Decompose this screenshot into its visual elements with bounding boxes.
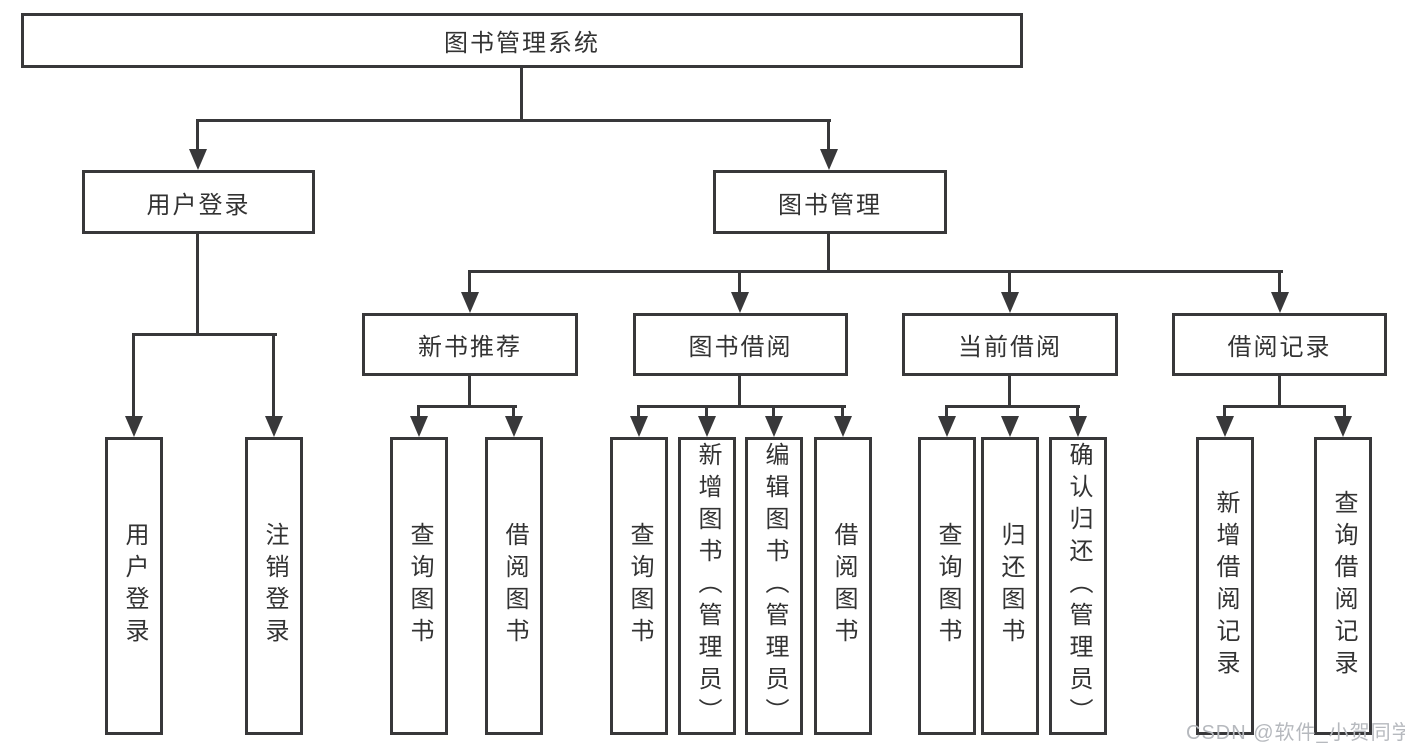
arrow-down-icon: [1334, 416, 1352, 437]
arrow-down-icon: [765, 416, 783, 437]
leaf-label: 借阅图书: [501, 522, 528, 650]
leaf-query-books-borrow: 查询图书: [610, 437, 668, 735]
connector-line: [468, 376, 471, 408]
leaf-add-book-admin: 新增图书（管理员）: [678, 437, 736, 735]
connector-line: [272, 333, 275, 419]
connector-line: [512, 405, 515, 419]
node-root-library-system: 图书管理系统: [21, 13, 1023, 68]
connector-line: [637, 405, 846, 408]
arrow-down-icon: [1271, 292, 1289, 313]
connector-line: [1278, 376, 1281, 408]
leaf-query-books-current: 查询图书: [918, 437, 976, 735]
arrow-down-icon: [630, 416, 648, 437]
leaf-label: 查询图书: [934, 522, 961, 650]
connector-line: [417, 405, 420, 419]
arrow-down-icon: [698, 416, 716, 437]
connector-line: [1223, 405, 1346, 408]
arrow-down-icon: [505, 416, 523, 437]
arrow-down-icon: [410, 416, 428, 437]
connector-line: [1343, 405, 1346, 419]
leaf-add-borrow-record: 新增借阅记录: [1196, 437, 1254, 735]
connector-line: [841, 405, 844, 419]
arrow-down-icon: [125, 416, 143, 437]
arrow-down-icon: [834, 416, 852, 437]
leaf-label: 用户登录: [121, 522, 148, 650]
watermark: CSDN @软件_小贺同学: [1186, 722, 1405, 744]
arrow-down-icon: [1216, 416, 1234, 437]
leaf-label: 查询借阅记录: [1330, 490, 1357, 682]
connector-line: [738, 376, 741, 408]
connector-line: [468, 270, 471, 295]
connector-line: [772, 405, 775, 419]
connector-line: [945, 405, 1080, 408]
connector-line: [827, 233, 830, 273]
node-user-login: 用户登录: [82, 170, 315, 234]
node-new-book-recommend: 新书推荐: [362, 313, 578, 376]
connector-line: [1223, 405, 1226, 419]
connector-line: [196, 119, 831, 122]
leaf-logout: 注销登录: [245, 437, 303, 735]
leaf-confirm-return-admin: 确认归还（管理员）: [1049, 437, 1107, 735]
connector-line: [738, 270, 741, 295]
leaf-borrow-books: 借阅图书: [814, 437, 872, 735]
leaf-label: 借阅图书: [830, 522, 857, 650]
leaf-label: 新增图书（管理员）: [694, 442, 721, 730]
arrow-down-icon: [1069, 416, 1087, 437]
connector-line: [417, 405, 517, 408]
connector-line: [1008, 270, 1011, 295]
leaf-label: 查询图书: [626, 522, 653, 650]
node-current-borrow: 当前借阅: [902, 313, 1118, 376]
leaf-label: 编辑图书（管理员）: [761, 442, 788, 730]
connector-line: [468, 270, 1283, 273]
arrow-down-icon: [189, 149, 207, 170]
leaf-query-books-recommend: 查询图书: [390, 437, 448, 735]
connector-line: [637, 405, 640, 419]
leaf-return-books: 归还图书: [981, 437, 1039, 735]
arrow-down-icon: [1001, 416, 1019, 437]
node-book-borrow: 图书借阅: [633, 313, 848, 376]
arrow-down-icon: [820, 149, 838, 170]
leaf-label: 新增借阅记录: [1212, 490, 1239, 682]
arrow-down-icon: [731, 292, 749, 313]
leaf-borrow-books-recommend: 借阅图书: [485, 437, 543, 735]
leaf-query-borrow-record: 查询借阅记录: [1314, 437, 1372, 735]
connector-line: [1008, 376, 1011, 408]
connector-line: [945, 405, 948, 419]
connector-line: [196, 119, 199, 152]
connector-line: [132, 333, 135, 419]
leaf-label: 确认归还（管理员）: [1065, 442, 1092, 730]
leaf-label: 查询图书: [406, 522, 433, 650]
node-book-management: 图书管理: [713, 170, 947, 234]
connector-line: [520, 68, 523, 122]
leaf-edit-book-admin: 编辑图书（管理员）: [745, 437, 803, 735]
arrow-down-icon: [938, 416, 956, 437]
connector-line: [1278, 270, 1281, 295]
node-borrow-records: 借阅记录: [1172, 313, 1387, 376]
leaf-label: 归还图书: [997, 522, 1024, 650]
connector-line: [827, 119, 830, 152]
arrow-down-icon: [265, 416, 283, 437]
connector-line: [705, 405, 708, 419]
leaf-user-login: 用户登录: [105, 437, 163, 735]
leaf-label: 注销登录: [261, 522, 288, 650]
connector-line: [132, 333, 277, 336]
connector-line: [196, 233, 199, 336]
arrow-down-icon: [1001, 292, 1019, 313]
arrow-down-icon: [461, 292, 479, 313]
connector-line: [1076, 405, 1079, 419]
